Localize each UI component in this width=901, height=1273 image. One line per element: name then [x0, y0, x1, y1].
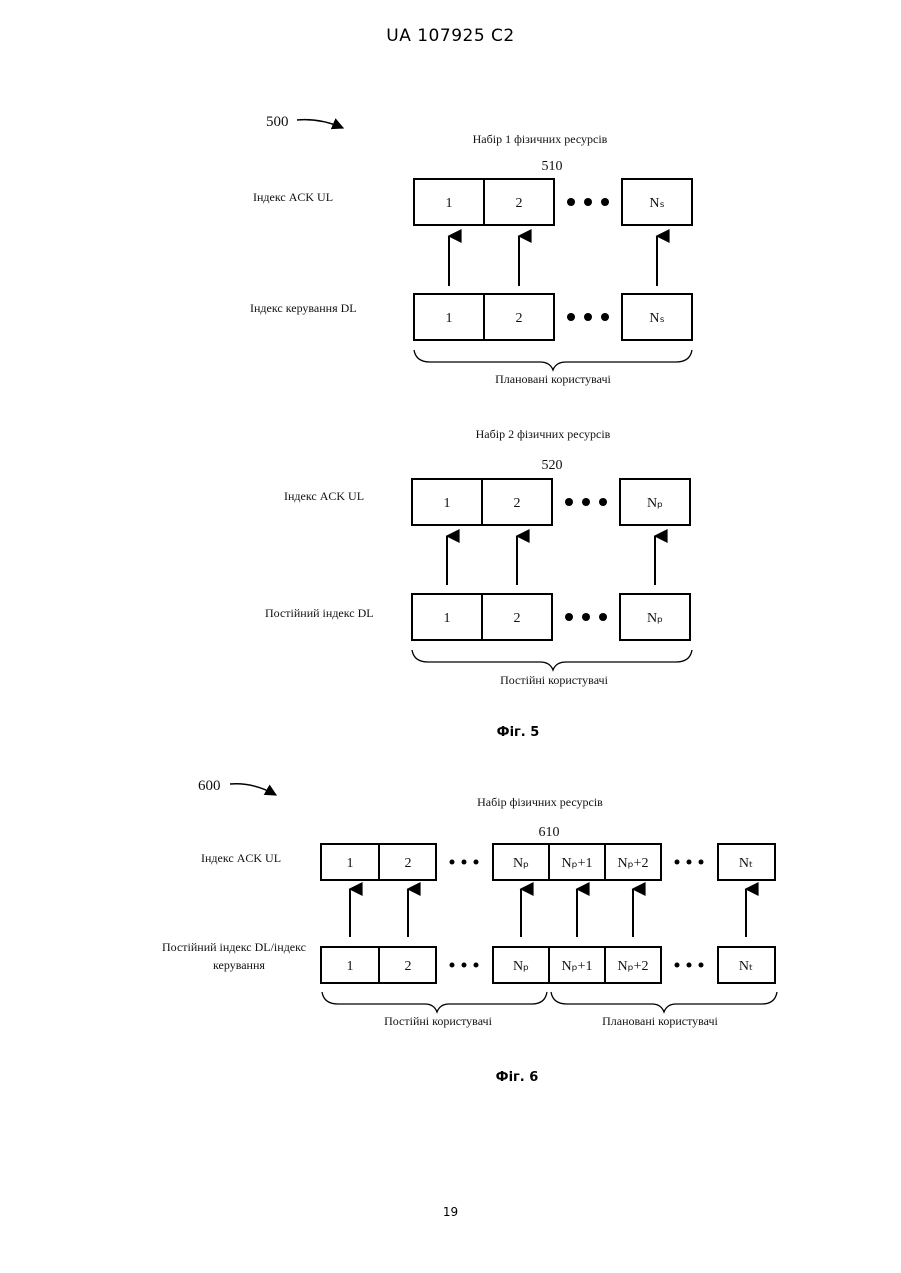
fig6-top-cell-np: Nₚ: [513, 856, 529, 871]
fig6-bottom-label-line1: Постійний індекс DL/індекс: [162, 940, 306, 954]
fig6-bottom-cell-1: 1: [347, 959, 354, 974]
fig6-bottom-cell-np1: Nₚ+1: [561, 959, 592, 974]
fig5-ref-arrow: [297, 120, 343, 128]
fig6-bottom-ellipsis-1: [450, 963, 479, 968]
set2-bottom-ellipsis: [565, 613, 607, 621]
fig6-top-cell-2: 2: [405, 856, 412, 871]
fig6-brace-right: [551, 992, 777, 1012]
set2-bottom-cell-2: 2: [514, 611, 521, 626]
fig6-brace-right-label: Плановані користувачі: [602, 1014, 718, 1028]
fig6-caption: Фіг. 6: [496, 1070, 539, 1085]
fig6-bottom-cell-nt-label: Nₜ: [739, 959, 753, 974]
set2-brace: [412, 650, 692, 670]
set1-top-label: Індекс ACK UL: [253, 190, 333, 204]
set1-top-cell-ns: Nₛ: [649, 196, 664, 211]
fig6-top-label: Індекс ACK UL: [201, 851, 281, 865]
fig6-top-cell-np2: Nₚ+2: [617, 856, 648, 871]
fig5-caption: Фіг. 5: [497, 725, 540, 740]
set1-title: Набір 1 фізичних ресурсів: [473, 132, 608, 146]
fig6-top-cell-nt-label: Nₜ: [739, 856, 753, 871]
fig6-ref-block: 610: [539, 825, 560, 840]
fig6-top-ellipsis-1: [450, 860, 479, 865]
fig6-ref-number: 600: [198, 778, 221, 794]
fig5-ref-number: 500: [266, 114, 289, 130]
fig6: 600 Набір фізичних ресурсів 610 Індекс A…: [162, 778, 777, 1085]
fig6-ref-arrow: [230, 784, 276, 795]
set2-ref-number: 520: [542, 458, 563, 473]
set1-bottom-cell-1: 1: [446, 311, 453, 326]
set1-brace-label: Плановані користувачі: [495, 372, 611, 386]
fig6-bottom-cell-np: Nₚ: [513, 959, 529, 974]
set1-bottom-cell-ns: Nₛ: [649, 311, 664, 326]
set1-top-cell-2: 2: [516, 196, 523, 211]
fig6-bottom-cell-2: 2: [405, 959, 412, 974]
set2-bottom-cell-1: 1: [444, 611, 451, 626]
set1-brace: [414, 350, 692, 370]
set2-top-label: Індекс ACK UL: [284, 489, 364, 503]
fig6-bottom-ellipsis-2: [675, 963, 704, 968]
set2-brace-label: Постійні користувачі: [500, 673, 608, 687]
fig6-top-cell-np1: Nₚ+1: [561, 856, 592, 871]
page-number: 19: [0, 1205, 901, 1219]
fig6-brace-left-label: Постійні користувачі: [384, 1014, 492, 1028]
set1-bottom-label: Індекс керування DL: [250, 301, 357, 315]
set2-top-cell-2: 2: [514, 496, 521, 511]
set1-top-ellipsis: [567, 198, 609, 206]
fig6-title: Набір фізичних ресурсів: [477, 795, 603, 809]
set2-bottom-cell-np: Nₚ: [647, 611, 663, 626]
set2-top-cell-np: Nₚ: [647, 496, 663, 511]
set1-ref-number: 510: [542, 159, 563, 174]
set2-top-cell-1: 1: [444, 496, 451, 511]
fig5: 500 Набір 1 фізичних ресурсів 510 Індекс…: [250, 114, 692, 740]
fig6-bottom-label-line2: керування: [213, 958, 265, 972]
set1-top-cell-1: 1: [446, 196, 453, 211]
set2-title: Набір 2 фізичних ресурсів: [476, 427, 611, 441]
fig6-top-ellipsis-2: [675, 860, 704, 865]
fig6-brace-left: [322, 992, 547, 1012]
set2-bottom-label: Постійний індекс DL: [265, 606, 374, 620]
set1-bottom-cell-2: 2: [516, 311, 523, 326]
fig6-top-cell-1: 1: [347, 856, 354, 871]
set1-bottom-ellipsis: [567, 313, 609, 321]
fig6-bottom-cell-np2: Nₚ+2: [617, 959, 648, 974]
set2-top-ellipsis: [565, 498, 607, 506]
